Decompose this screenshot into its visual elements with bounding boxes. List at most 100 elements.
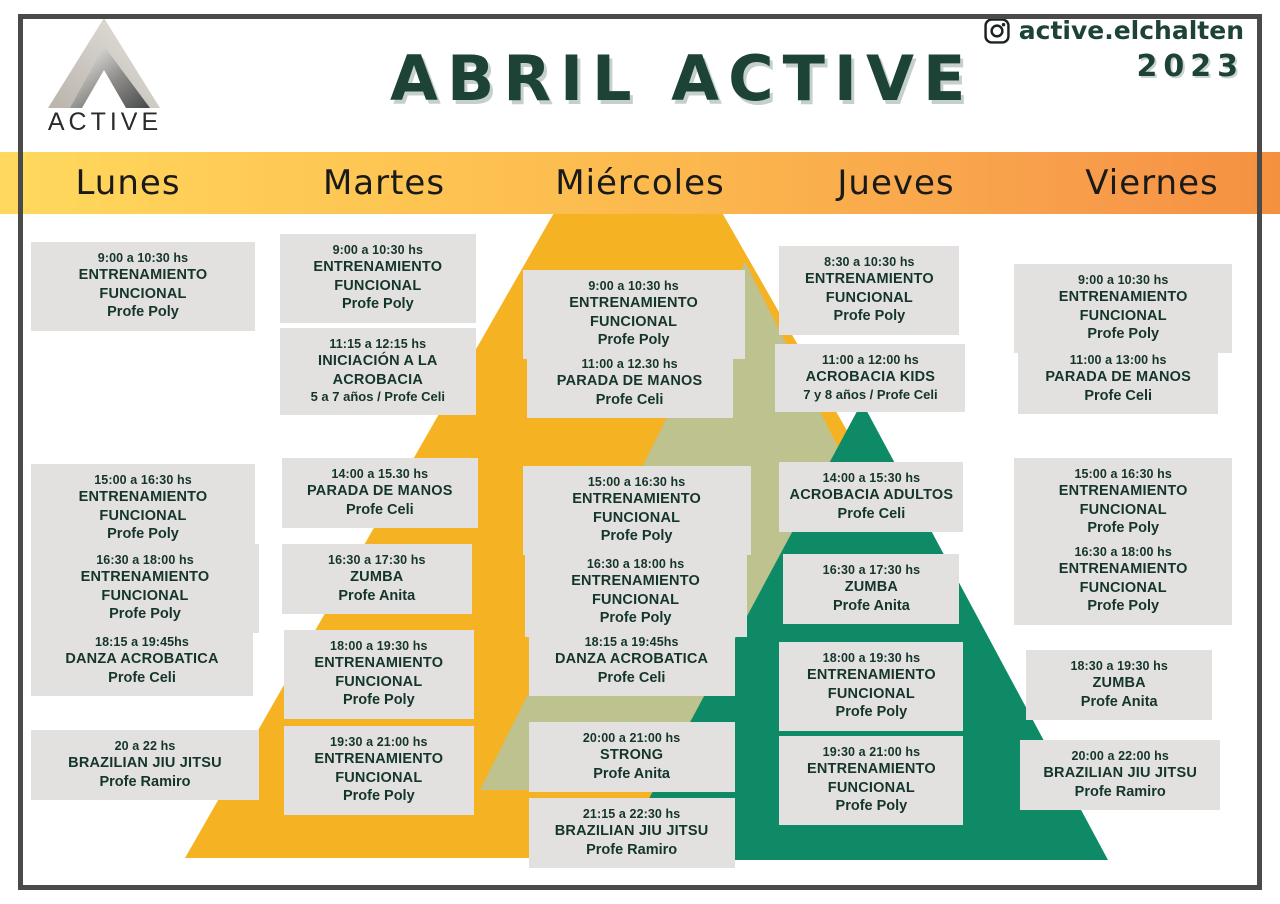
schedule-grid: 9:00 a 10:30 hs ENTRENAMIENTO FUNCIONAL Pr…: [23, 214, 1257, 890]
class-name: BRAZILIAN JIU JITSU: [554, 823, 709, 839]
instagram-handle[interactable]: active.elchalten: [1018, 16, 1244, 45]
class-teacher: Profe Celi: [595, 391, 664, 408]
instagram-icon[interactable]: [983, 17, 1011, 45]
class-name: ENTRENAMIENTO FUNCIONAL: [314, 655, 444, 690]
class-time: 20:00 a 21:00 hs: [582, 731, 681, 745]
class-card[interactable]: 16:30 a 18:00 hs ENTRENAMIENTO FUNCIONAL P…: [524, 548, 747, 637]
class-name: ENTRENAMIENTO FUNCIONAL: [806, 667, 936, 702]
class-teacher: Profe Celi: [345, 501, 414, 518]
class-card[interactable]: 18:00 a 19:30 hs ENTRENAMIENTO FUNCIONAL P…: [283, 630, 474, 719]
class-name: STRONG: [599, 747, 664, 763]
class-teacher: Profe Poly: [833, 308, 906, 325]
class-time: 15:00 a 16:30 hs: [94, 473, 192, 487]
class-name: ZUMBA: [350, 569, 404, 585]
class-teacher: Profe Celi: [597, 669, 666, 686]
class-teacher: Profe Anita: [1080, 693, 1158, 710]
day-header-bar: Lunes Martes Miércoles Jueves Viernes: [0, 152, 1280, 214]
header-white-band: [23, 19, 1257, 152]
class-name: ZUMBA: [844, 579, 899, 595]
class-time: 18:15 a 19:45hs: [584, 635, 679, 649]
bottom-gutter: [0, 890, 1280, 904]
class-name: ENTRENAMIENTO FUNCIONAL: [571, 573, 700, 608]
class-teacher: Profe Celi: [1084, 387, 1153, 404]
day-header-jueves: Jueves: [837, 163, 955, 203]
active-logo: ACTIVE: [40, 12, 170, 142]
class-time: 16:30 a 17:30 hs: [328, 553, 426, 567]
class-time: 11:00 a 12:00 hs: [821, 353, 919, 367]
class-time: 18:00 a 19:30 hs: [330, 639, 428, 653]
class-name: ENTRENAMIENTO FUNCIONAL: [78, 489, 208, 524]
class-name: ENTRENAMIENTO FUNCIONAL: [1058, 289, 1188, 324]
day-header-martes: Martes: [322, 163, 446, 203]
day-header-viernes: Viernes: [1085, 163, 1219, 203]
right-gutter: [1257, 0, 1280, 904]
class-time: 16:30 a 18:00 hs: [586, 557, 685, 571]
day-header-lunes: Lunes: [75, 163, 181, 203]
class-name: DANZA ACROBATICA: [554, 651, 709, 667]
class-name: ENTRENAMIENTO FUNCIONAL: [1058, 561, 1188, 596]
class-time: 11:15 a 12:15 hs: [329, 337, 427, 351]
class-time: 18:30 a 19:30 hs: [1070, 659, 1168, 673]
class-teacher: Profe Poly: [835, 704, 908, 721]
class-teacher: Profe Poly: [107, 526, 179, 543]
class-teacher: Profe Poly: [1087, 326, 1160, 343]
class-time: 15:00 a 16:30 hs: [587, 475, 686, 489]
class-name: ZUMBA: [1092, 675, 1146, 691]
class-time: 18:00 a 19:30 hs: [822, 651, 921, 665]
class-card[interactable]: 15:00 a 16:30 hs ENTRENAMIENTO FUNCIONAL P…: [31, 464, 255, 553]
logo-wordmark: ACTIVE: [47, 108, 163, 136]
class-name: ACROBACIA KIDS: [805, 369, 936, 385]
class-name: DANZA ACROBATICA: [65, 651, 219, 667]
class-card[interactable]: 18:00 a 19:30 hs ENTRENAMIENTO FUNCIONAL P…: [779, 642, 964, 731]
class-time: 8:30 a 10:30 hs: [824, 255, 915, 269]
class-teacher: Profe Poly: [597, 332, 670, 349]
class-teacher: Profe Anita: [593, 765, 670, 782]
class-name: PARADA DE MANOS: [1045, 369, 1191, 385]
class-card[interactable]: 20:00 a 21:00 hs STRONG Profe Anita: [528, 722, 735, 793]
class-teacher: Profe Poly: [107, 304, 179, 321]
left-gutter: [0, 0, 23, 904]
triangle-a-logo-icon: [48, 18, 160, 108]
class-time: 9:00 a 10:30 hs: [97, 251, 189, 265]
class-name: ENTRENAMIENTO FUNCIONAL: [806, 761, 936, 796]
class-name: ENTRENAMIENTO FUNCIONAL: [80, 569, 210, 604]
class-teacher: Profe Anita: [832, 597, 910, 614]
class-teacher: Profe Poly: [599, 610, 672, 627]
instagram-block: active.elchalten 2023: [983, 16, 1244, 84]
year-label: 2023: [1136, 49, 1244, 84]
class-teacher: Profe Poly: [342, 788, 415, 805]
class-name: PARADA DE MANOS: [307, 483, 453, 499]
day-column-jueves: 8:30 a 10:30 hs ENTRENAMIENTO FUNCIONAL Pr…: [763, 214, 1010, 890]
class-time: 20 a 22 hs: [114, 739, 176, 753]
class-card[interactable]: 18:30 a 19:30 hs ZUMBA Profe Anita: [1026, 650, 1213, 721]
class-name: BRAZILIAN JIU JITSU: [68, 755, 222, 771]
class-teacher: Profe Poly: [342, 692, 415, 709]
class-name: ACROBACIA ADULTOS: [789, 487, 954, 503]
